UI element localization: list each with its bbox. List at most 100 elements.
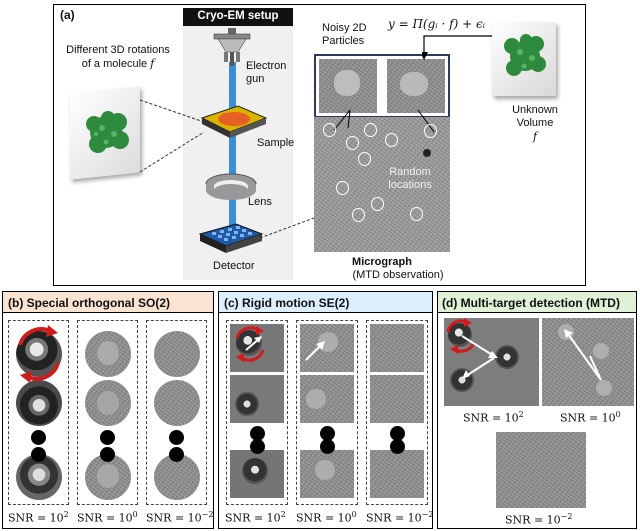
mtd-particle	[495, 345, 519, 369]
ellipsis-dot	[250, 426, 265, 441]
panel-b-title: (b) Special orthogonal SO(2)	[8, 296, 171, 310]
left-dashed-connector	[139, 99, 205, 173]
ellipsis-dot	[169, 430, 184, 445]
so2-image-clean	[16, 380, 62, 426]
so2-image-noisy-face	[97, 391, 119, 415]
noisy-particles-label: Noisy 2D Particles	[322, 22, 367, 47]
molecule-image-left	[86, 111, 129, 153]
unknown-volume-text: Unknown Volume	[512, 104, 558, 129]
se2-image-pure-noise	[370, 375, 424, 423]
micrograph-dark-spot	[423, 149, 431, 157]
so2-image-pure-noise	[154, 331, 200, 377]
ellipsis-dot	[320, 426, 335, 441]
rotations-caption-text: Different 3D rotations of a molecule	[66, 44, 170, 70]
snr-label: SNR = 10−2	[366, 510, 434, 525]
se2-particle	[235, 392, 259, 416]
particle-ring	[358, 152, 371, 166]
sample-label: Sample	[257, 137, 295, 149]
equation-arrow	[422, 34, 495, 60]
panel-a	[53, 4, 586, 286]
particle-ring	[352, 208, 365, 222]
snr-label: SNR = 100	[77, 510, 138, 525]
micrograph-label: Micrograph	[352, 256, 412, 268]
panel-c-header	[218, 291, 433, 313]
particle-ring	[336, 181, 349, 195]
so2-image-pure-noise	[154, 380, 200, 426]
panel-d-header	[437, 291, 637, 313]
translation-arrow-icon	[305, 341, 325, 361]
se2-particle	[242, 458, 268, 484]
mtd-observation-label: (MTD observation)	[352, 269, 444, 281]
setup-title-bar	[183, 8, 293, 26]
snr-label: SNR = 102	[225, 510, 286, 525]
panel-c-column-2	[296, 320, 358, 505]
particle-ring	[323, 123, 336, 137]
mtd-arrows-noisy	[564, 329, 602, 381]
noisy-particle-1-blob	[334, 70, 360, 96]
noisy-particle-2-blob	[400, 72, 428, 96]
ellipsis-dot	[390, 439, 405, 454]
so2-image-noisy-face	[97, 464, 119, 488]
mtd-particle	[448, 323, 472, 347]
lens-label: Lens	[248, 196, 272, 208]
snr-label: SNR = 100	[296, 510, 357, 525]
electron-beam	[229, 62, 236, 232]
panel-d-title: (d) Multi-target detection (MTD)	[442, 296, 620, 310]
particle-ring	[371, 197, 384, 211]
panel-b-column-2	[77, 320, 138, 505]
se2-particle-noisy	[315, 460, 335, 480]
se2-particle-noisy	[306, 389, 326, 409]
so2-image-noisy-face	[97, 341, 119, 365]
snr-label: SNR = 10−2	[146, 510, 214, 525]
se2-image-noisy	[300, 450, 354, 498]
rotation-arrow-icon	[235, 326, 265, 362]
random-locations-label: Random locations	[388, 166, 432, 191]
setup-title: Cryo-EM setup	[197, 10, 279, 22]
ellipsis-dot	[31, 447, 46, 462]
snr-label: SNR = 10−2	[505, 512, 573, 527]
panel-b-column-1	[8, 320, 69, 505]
particle-ring	[410, 207, 423, 221]
lens-icon	[205, 173, 257, 200]
ellipsis-dot	[31, 430, 46, 445]
rotations-caption: Different 3D rotations of a molecule f	[66, 44, 170, 71]
sample-icon	[200, 105, 268, 138]
particle-ring	[346, 136, 359, 150]
se2-image-pure-noise	[370, 450, 424, 498]
panel-a-label: (a)	[60, 8, 75, 22]
panel-c-column-3	[366, 320, 428, 505]
molecule-image-right	[504, 34, 546, 76]
electron-gun-label: Electron gun	[246, 60, 287, 85]
mtd-particle-noisy	[596, 380, 612, 396]
panel-c-column-1	[226, 320, 288, 505]
ellipsis-dot	[100, 430, 115, 445]
mtd-image-pure-noise	[496, 432, 586, 508]
particle-ring	[364, 123, 377, 137]
ellipsis-dot	[320, 439, 335, 454]
particle-ring	[385, 133, 398, 147]
micrograph-dashed-connector	[259, 217, 315, 239]
mtd-particle	[450, 368, 474, 392]
se2-image-pure-noise	[370, 324, 424, 372]
panel-b-header	[2, 291, 214, 313]
forward-model-equation: y = Π(gᵢ · f) + ϵᵢ	[388, 17, 486, 31]
mtd-arrows-clean	[446, 318, 498, 379]
noisy-particle-1	[319, 59, 377, 113]
ellipsis-dot	[169, 447, 184, 462]
snr-label: SNR = 100	[560, 410, 621, 425]
particle-ring	[424, 124, 437, 138]
detector-icon	[198, 223, 264, 253]
snr-label: SNR = 102	[463, 410, 524, 425]
electron-gun-icon	[213, 28, 251, 66]
volume-var: f	[532, 130, 538, 143]
panel-c-title: (c) Rigid motion SE(2)	[224, 296, 350, 310]
rotation-arrow-icon	[18, 325, 60, 383]
detector-label: Detector	[213, 260, 255, 272]
ellipsis-dot	[100, 447, 115, 462]
unknown-volume-label: Unknown Volume f	[504, 104, 566, 143]
panel-b-column-3	[146, 320, 207, 505]
snr-label: SNR = 102	[8, 510, 69, 525]
ellipsis-dot	[250, 439, 265, 454]
ellipsis-dot	[390, 426, 405, 441]
mtd-particle-noisy	[593, 343, 609, 359]
